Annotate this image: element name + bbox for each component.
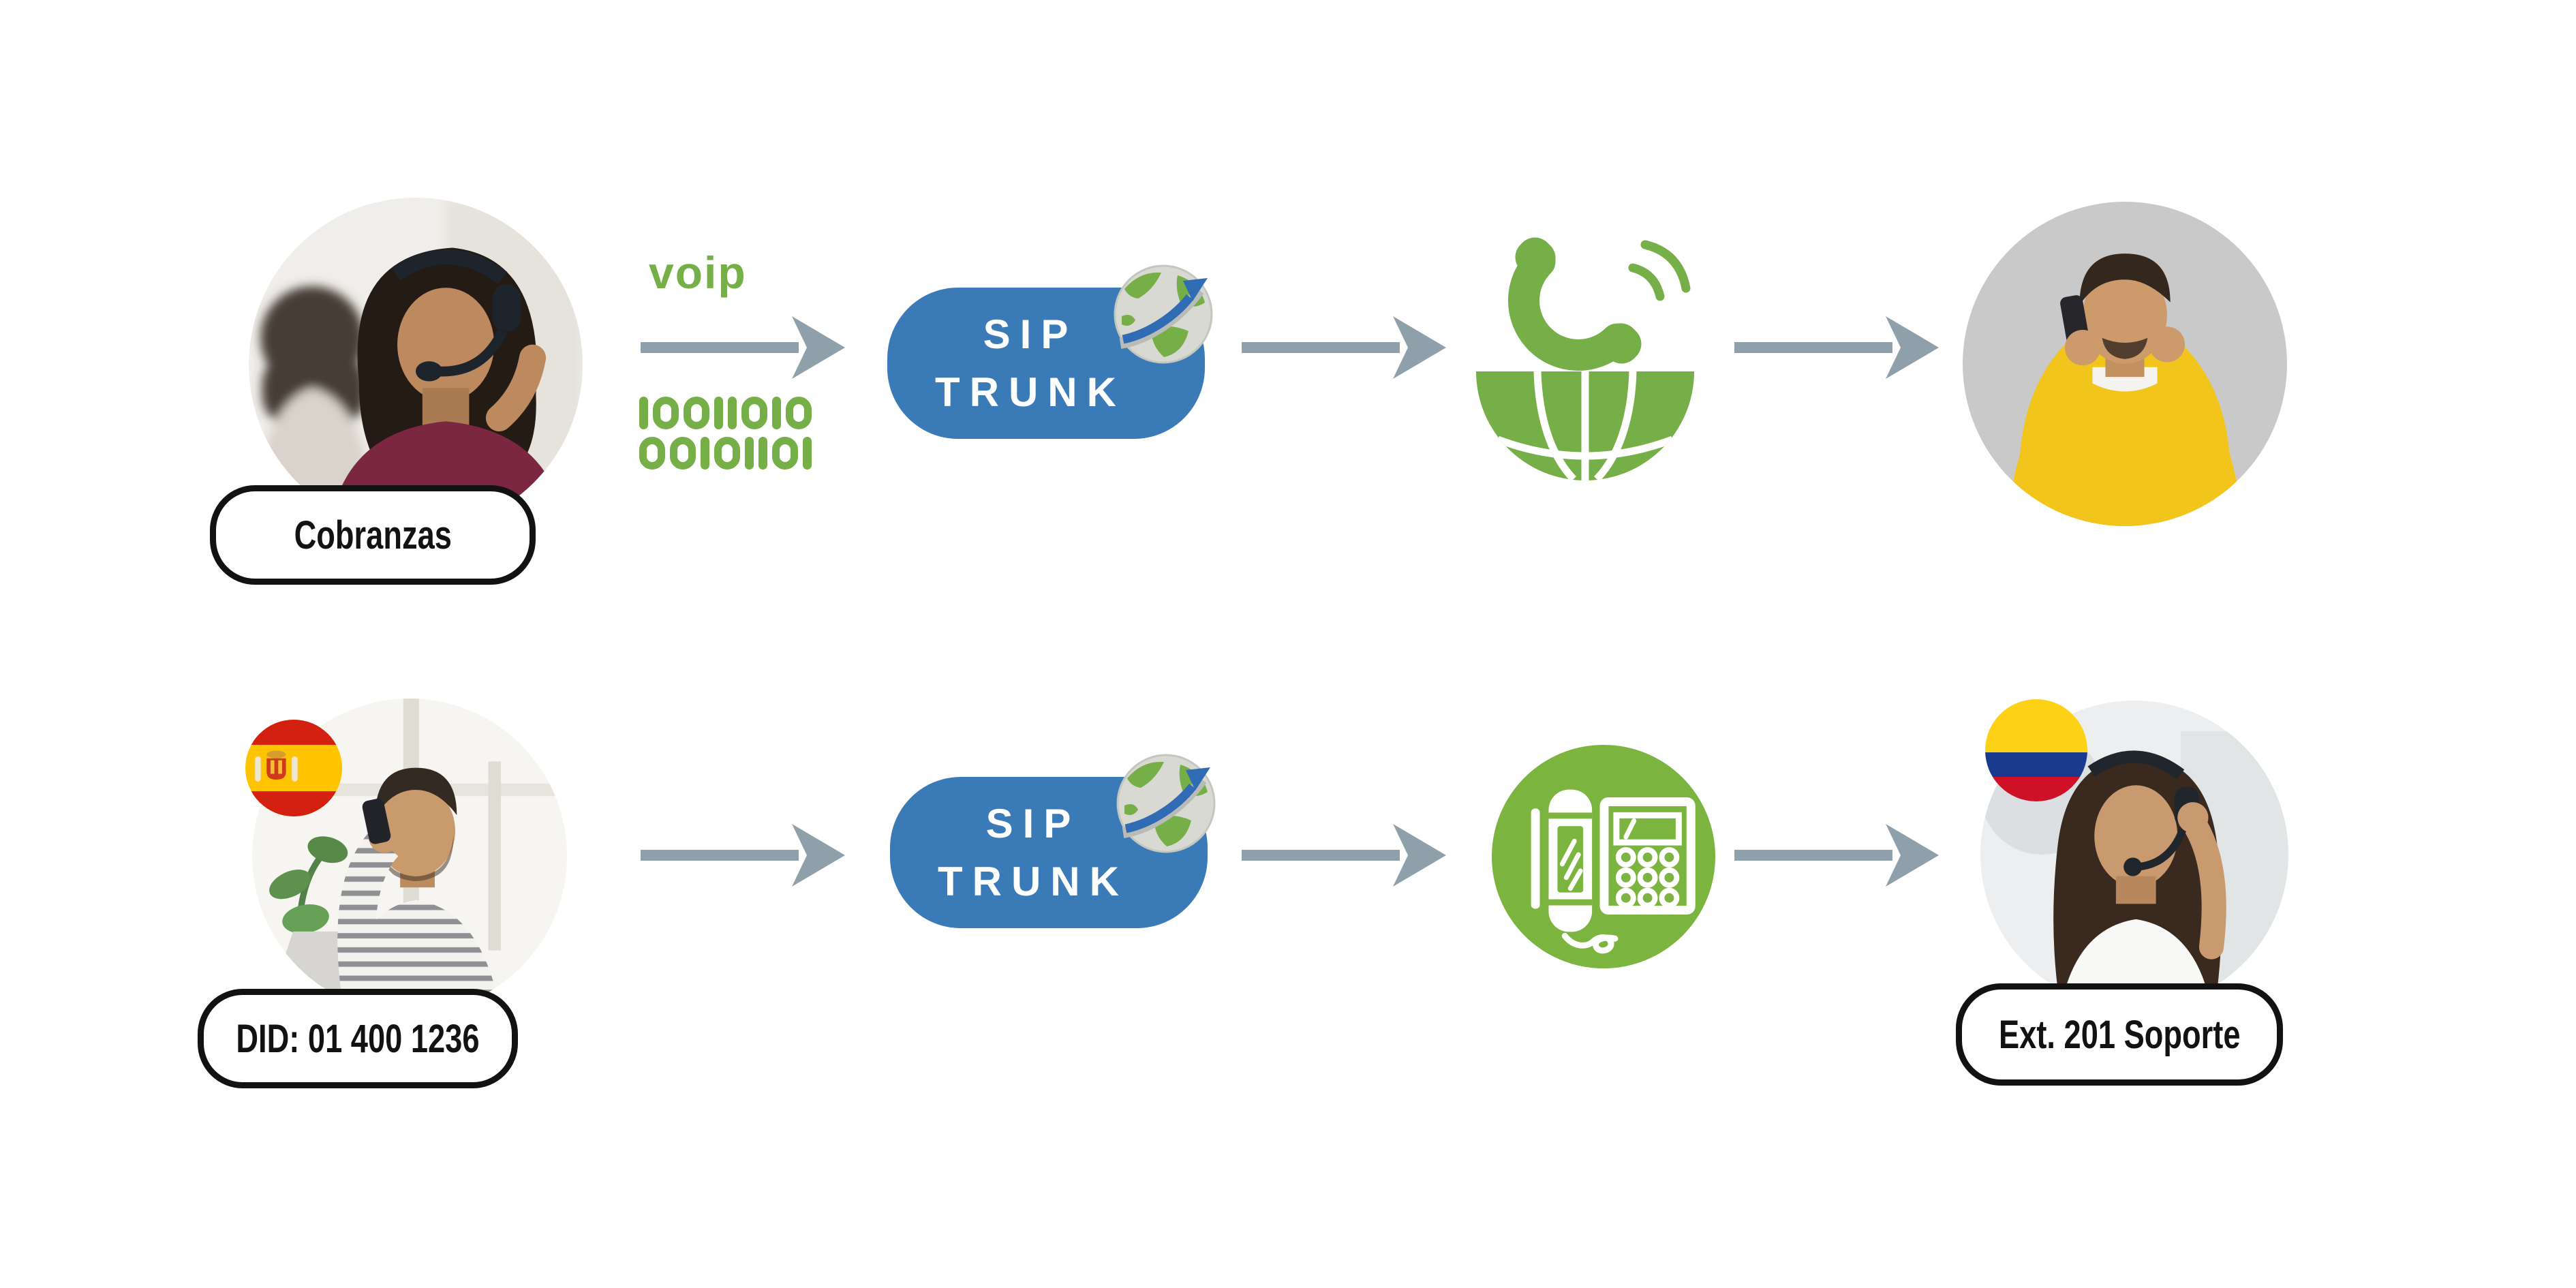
- spain-flag-icon: [245, 720, 342, 816]
- spain-coat-of-arms: [255, 750, 298, 782]
- binary-digit-1: [745, 437, 754, 470]
- binary-digit-0: [670, 437, 696, 470]
- binary-line-1: [639, 397, 812, 429]
- voip-label: voip: [649, 247, 747, 298]
- binary-digit-0: [653, 397, 679, 429]
- flow-arrow: [641, 824, 845, 887]
- binary-stream: [639, 397, 812, 477]
- sip-trunk-line1: SIP: [983, 311, 1078, 357]
- binary-digit-1: [758, 437, 767, 470]
- flow-arrow: [1734, 316, 1939, 379]
- row1-caller-photo: [249, 198, 583, 532]
- man-on-phone-illustration: [1963, 202, 2287, 526]
- sip-trunk-line2: TRUNK: [938, 859, 1129, 904]
- sip-trunk-badge: SIP TRUNK: [890, 754, 1216, 928]
- binary-digit-1: [714, 397, 723, 429]
- sip-trunk-line1: SIP: [985, 801, 1081, 846]
- binary-digit-0: [772, 437, 798, 470]
- binary-digit-0: [786, 397, 812, 429]
- sip-trunk-label: SIP TRUNK: [890, 777, 1208, 928]
- desk-phone-drawing: [1531, 789, 1696, 954]
- row1-callee-photo: [1963, 202, 2287, 526]
- globe-with-arrow-icon: [1116, 754, 1216, 853]
- phone-call-over-globe-icon: [1476, 237, 1694, 480]
- row1-caller-label-pill: Cobranzas: [210, 485, 536, 585]
- agent-woman: [328, 247, 566, 532]
- sip-trunk-badge: SIP TRUNK: [887, 264, 1213, 439]
- globe-with-arrow-icon: [1114, 264, 1213, 364]
- signal-waves-icon: [1628, 240, 1691, 301]
- binary-digit-0: [741, 397, 767, 429]
- row2-caller-label: DID: 01 400 1236: [236, 1016, 480, 1061]
- binary-digit-1: [639, 397, 648, 429]
- handset-icon: [1508, 237, 1642, 371]
- flow-arrow: [1242, 824, 1446, 887]
- binary-digit-0: [639, 437, 665, 470]
- binary-digit-1: [728, 397, 737, 429]
- colombia-flag-icon: [1985, 699, 2087, 801]
- sip-trunk-label: SIP TRUNK: [887, 288, 1205, 439]
- flow-arrow: [1734, 824, 1939, 887]
- binary-digit-1: [701, 437, 709, 470]
- desk-ip-phone-icon: [1491, 744, 1716, 969]
- flow-arrow: [1242, 316, 1446, 379]
- man-yellow: [2008, 254, 2242, 526]
- row2-caller-label-pill: DID: 01 400 1236: [198, 989, 518, 1088]
- smartphone-icon: [362, 798, 391, 844]
- call-center-agent-illustration: [249, 198, 583, 532]
- binary-digit-0: [714, 437, 740, 470]
- flow-arrow: [641, 316, 845, 379]
- binary-digit-1: [803, 437, 812, 470]
- row1-caller-label: Cobranzas: [294, 512, 452, 557]
- row2-callee-label: Ext. 201 Soporte: [1998, 1012, 2241, 1057]
- man-striped-shirt: [337, 767, 501, 1013]
- headset-icon: [391, 249, 521, 382]
- binary-digit-1: [772, 397, 781, 429]
- sip-trunk-line2: TRUNK: [935, 369, 1126, 415]
- binary-digit-0: [684, 397, 709, 429]
- row2-callee-label-pill: Ext. 201 Soporte: [1956, 983, 2283, 1086]
- binary-line-2: [639, 437, 812, 470]
